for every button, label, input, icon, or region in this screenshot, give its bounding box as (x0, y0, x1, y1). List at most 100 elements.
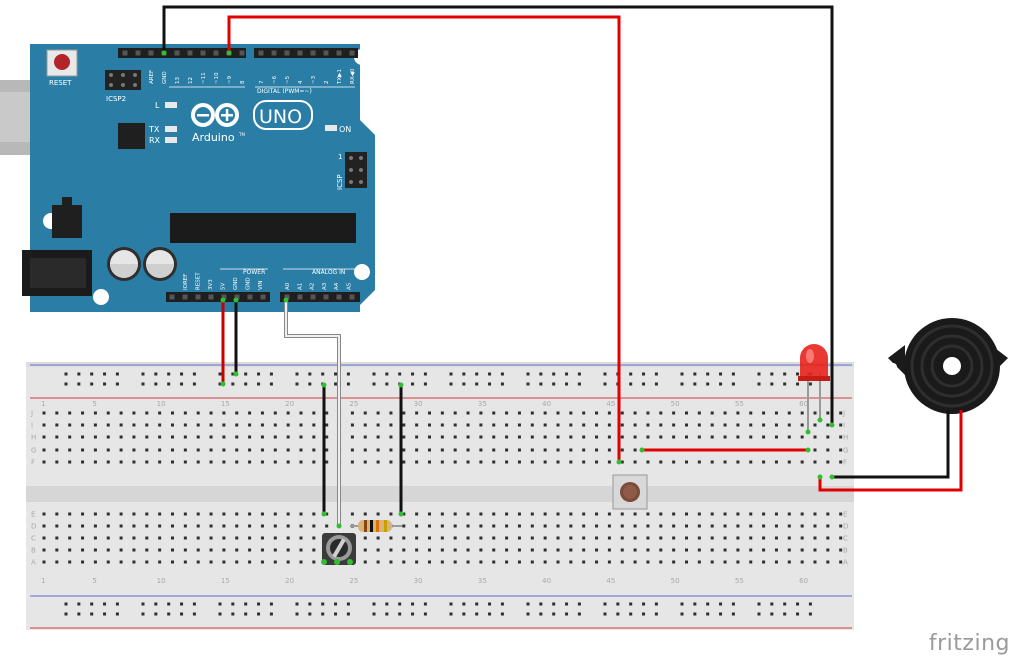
wire-red-pin9 (227, 15, 621, 462)
wire-red-buzzer (818, 410, 963, 492)
led-l (165, 102, 177, 108)
row-letter: A (843, 559, 848, 567)
analog-pin-label: A3 (322, 282, 328, 290)
column-number: 30 (414, 577, 423, 585)
row-letter: I (843, 422, 845, 430)
led-l-label: L (155, 101, 160, 110)
trademark-label: TM (238, 132, 245, 137)
digital-pin-label: TX▶1 (337, 69, 343, 85)
analog-pin-label: A0 (285, 282, 291, 290)
row-letter: B (31, 547, 36, 555)
power-label: POWER (243, 269, 265, 276)
digital-pin-label: GND (162, 71, 168, 84)
pushbutton[interactable] (612, 474, 648, 510)
led-tx-label: TX (148, 125, 160, 134)
row-letter: H (31, 434, 36, 442)
capacitor (143, 247, 177, 281)
red-led (798, 344, 830, 432)
digital-pin-label: ~10 (214, 72, 220, 84)
mount-hole (93, 289, 109, 305)
digital-pin-label: 13 (175, 77, 181, 84)
wires (161, 5, 963, 529)
column-number: 45 (606, 400, 615, 408)
row-letter: D (31, 523, 36, 531)
column-number: 25 (349, 400, 358, 408)
regulator (52, 205, 82, 238)
resistor (350, 520, 402, 532)
digital-pin-label: RX◀0 (350, 68, 356, 84)
led-on-label: ON (339, 125, 351, 134)
column-number: 60 (799, 577, 808, 585)
column-number: 10 (157, 400, 166, 408)
brand-label: Arduino (192, 131, 235, 144)
icsp-header (345, 152, 367, 188)
digital-pin-label: ~9 (227, 75, 233, 84)
row-letter: C (31, 535, 36, 543)
digital-pin-label: 8 (240, 80, 246, 84)
model-label: UNO (259, 106, 302, 128)
column-number: 5 (92, 400, 96, 408)
row-letter: J (30, 410, 33, 418)
power-pin-label: 3V3 (208, 279, 214, 290)
arduino-uno-board: RESET ICSP2 L TX RX ON (0, 44, 375, 312)
column-number: 35 (478, 577, 487, 585)
center-channel (26, 486, 854, 502)
column-number: 20 (285, 577, 294, 585)
column-numbers: 1155101015152020252530303535404045455050… (41, 400, 808, 585)
board-pcb (30, 44, 375, 312)
digital-pin-label: 2 (324, 81, 330, 85)
column-number: 60 (799, 400, 808, 408)
potentiometer[interactable] (321, 533, 356, 565)
usb-chip (118, 123, 145, 149)
analog-pin-label: A2 (310, 283, 316, 290)
column-number: 40 (542, 400, 551, 408)
digital-pin-label: ~6 (272, 75, 278, 84)
column-number: 10 (157, 577, 166, 585)
digital-label: DIGITAL (PWM=~) (257, 88, 312, 95)
led-rx-label: RX (149, 136, 161, 145)
analog-pin-label: A1 (297, 283, 303, 290)
icsp2-header (105, 70, 141, 90)
digital-pin-label: ~5 (285, 75, 291, 84)
column-number: 30 (414, 400, 423, 408)
power-pin-label: VIN (258, 281, 264, 291)
power-pin-label: RESET (196, 272, 202, 290)
analog-pin-label: A4 (334, 282, 340, 290)
column-number: 25 (349, 577, 358, 585)
power-pin-label: IOREF (183, 274, 189, 290)
digital-pin-label: 12 (188, 77, 194, 84)
column-number: 35 (478, 400, 487, 408)
column-number: 55 (735, 577, 744, 585)
column-number: 1 (41, 577, 45, 585)
atmega-chip (170, 213, 356, 243)
row-letter: G (31, 447, 36, 455)
icsp2-label: ICSP2 (106, 95, 126, 103)
digital-pin-label: 7 (259, 80, 265, 84)
row-letter: G (843, 447, 848, 455)
row-letter: B (843, 547, 848, 555)
led-rx (165, 137, 177, 143)
wire-black-buzzer (832, 410, 950, 479)
digital-pin-label: AREF (149, 70, 155, 84)
column-number: 45 (606, 577, 615, 585)
led-tx (165, 126, 177, 132)
icsp-pin1-label: 1 (338, 153, 342, 161)
column-number: 15 (221, 577, 230, 585)
breadboard-holes (42, 372, 843, 616)
row-letter: C (843, 535, 848, 543)
mount-hole (354, 264, 370, 280)
column-number: 50 (671, 577, 680, 585)
arduino-logo (191, 100, 313, 130)
row-letter: E (31, 511, 35, 519)
column-number: 55 (735, 400, 744, 408)
digital-pin-label: ~3 (311, 75, 317, 84)
row-letter: F (31, 459, 35, 467)
icsp-label: ICSP (336, 174, 344, 190)
column-number: 20 (285, 400, 294, 408)
row-letter: D (843, 523, 848, 531)
power-pin-label: GND (246, 277, 252, 290)
row-letter: J (842, 410, 845, 418)
